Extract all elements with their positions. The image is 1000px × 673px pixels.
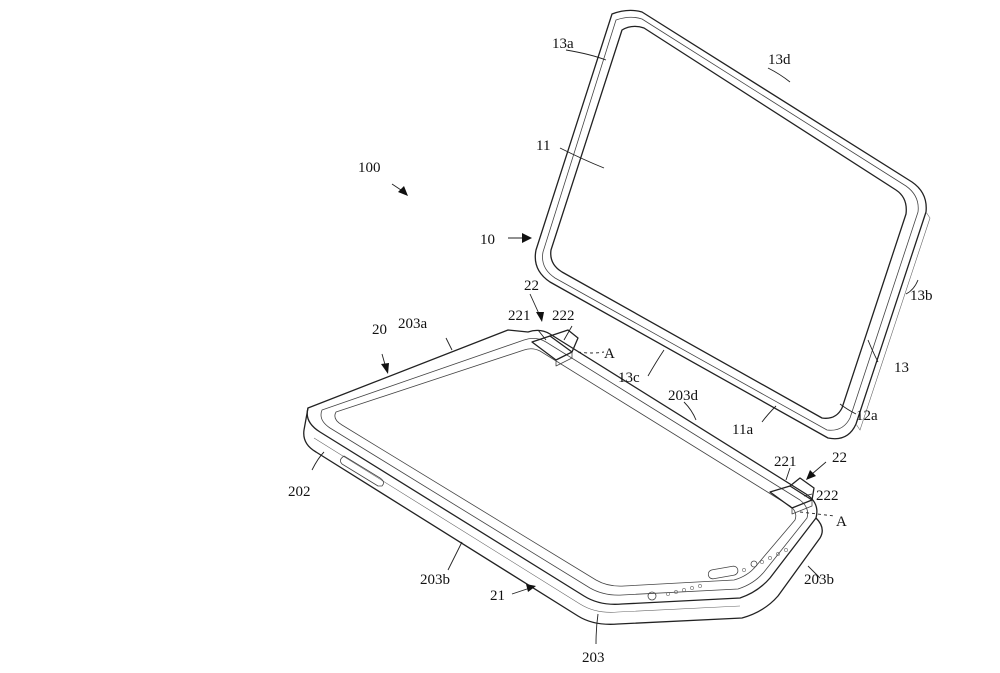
upper-panel xyxy=(534,9,931,440)
label-203a: 203a xyxy=(398,316,428,332)
label-A-top: A xyxy=(604,346,615,362)
label-203b-left: 203b xyxy=(420,572,450,588)
leader-lines xyxy=(311,49,919,645)
label-221-top: 221 xyxy=(508,308,531,324)
label-10: 10 xyxy=(480,232,495,248)
label-21: 21 xyxy=(490,588,505,604)
label-22-bottom: 22 xyxy=(832,450,847,466)
hinge-bottom xyxy=(769,477,815,515)
label-202: 202 xyxy=(288,484,311,500)
label-203: 203 xyxy=(582,650,605,666)
label-203d: 203d xyxy=(668,388,699,404)
labels: 13a 13d 11 100 10 13b 22 221 222 A 203a … xyxy=(288,36,933,666)
label-100: 100 xyxy=(358,160,381,176)
label-20: 20 xyxy=(372,322,387,338)
label-22-top: 22 xyxy=(524,278,539,294)
label-13a: 13a xyxy=(552,36,574,52)
lower-base xyxy=(303,329,823,625)
label-221-bottom: 221 xyxy=(774,454,797,470)
label-13d: 13d xyxy=(768,52,791,68)
label-222-bottom: 222 xyxy=(816,488,839,504)
label-11: 11 xyxy=(536,138,550,154)
label-A-bottom: A xyxy=(836,514,847,530)
label-13b: 13b xyxy=(910,288,933,304)
label-13: 13 xyxy=(894,360,909,376)
label-222-top: 222 xyxy=(552,308,575,324)
label-203b-right: 203b xyxy=(804,572,834,588)
label-11a: 11a xyxy=(732,422,753,438)
label-12a: 12a xyxy=(856,408,878,424)
label-13c: 13c xyxy=(618,370,640,386)
